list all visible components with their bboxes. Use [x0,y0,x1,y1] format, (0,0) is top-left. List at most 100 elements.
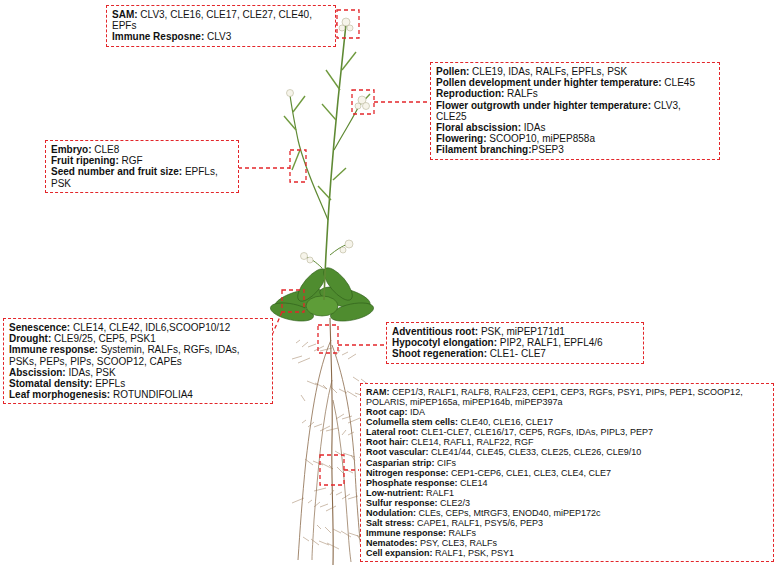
peptide-list: CLE14, CLE42, IDL6,SCOOP10/12 [70,322,230,333]
peptide-list: PSK, miPEP171d1 [478,326,565,337]
category-label: Fruit ripening: [51,155,119,166]
stems [290,24,362,300]
peptide-list: CLE1- CLE7 [487,348,546,359]
category-label: Lateral root: [366,427,419,437]
callout-box: Senescence: CLE14, CLE42, IDL6,SCOOP10/1… [3,318,273,404]
category-label: Adventitious root: [392,326,478,337]
category-label: Sulfur response: [366,498,438,508]
peptide-list: EPFLs [92,378,125,389]
function-line: Nematodes: PSY, CLE3, RALFs [366,538,768,548]
function-line: Immune Resposne: CLV3 [112,31,330,42]
function-line: Seed number and fruit size: EPFLs, PSK [51,166,233,188]
peptide-list: CAPE1, RALF1, PSY5/6, PEP3 [415,518,544,528]
peptide-list: RALFs [446,528,476,538]
peptide-list: CLE2/3 [438,498,471,508]
category-label: Flower outgrowth under highter temperatu… [436,100,651,111]
callout-box: Embryo: CLE8Fruit ripening: RGFSeed numb… [45,140,239,193]
peptide-list: CLE9/25, CEP5, PSK1 [51,333,156,344]
function-line: Sulfur response: CLE2/3 [366,498,768,508]
function-line: Salt stress: CAPE1, RALF1, PSY5/6, PEP3 [366,518,768,528]
siliques [284,52,370,200]
function-line: Floral abscission: IDAs [436,122,714,133]
peptide-list: CLV3, CLE16, CLE17, CLE27, CLE40, EPFs [112,9,312,31]
category-label: Seed number and fruit size: [51,166,182,177]
callout-box: Adventitious root: PSK, miPEP171d1Hypoco… [386,322,644,364]
function-line: Low-nutrient: RALF1 [366,488,768,498]
category-label: Root hair: [366,437,409,447]
category-label: Abscission: [9,367,66,378]
peptide-list: CLE41/44, CLE45, CLE33, CLE25, CLE26, CL… [429,447,642,457]
peptide-list: CLE45 [662,77,695,88]
category-label: Floral abscission: [436,122,521,133]
category-label: Pollen: [436,66,469,77]
peptide-list: CLEs, CEPs, MtRGF3, ENOD40, miPEP172c [416,508,601,518]
function-line: Drought: CLE9/25, CEP5, PSK1 [9,333,267,344]
category-label: Stomatal density: [9,378,92,389]
category-label: Columella stem cells: [366,417,458,427]
peptide-list: RALF1, PSK, PSY1 [433,548,515,558]
peptide-list: CLE8 [92,144,120,155]
function-line: Flower outgrowth under highter temperatu… [436,100,714,122]
function-line: Hypocotyl elongation: PIP2, RALF1, EPFL4… [392,337,638,348]
category-label: Immune response: [9,344,98,355]
peptide-list: IDAs [521,122,545,133]
category-label: Low-nutrient: [366,488,424,498]
category-label: Nodulation: [366,508,416,518]
flowers [287,18,370,263]
root-system [298,318,362,565]
function-line: Root vascular: CLE41/44, CLE45, CLE33, C… [366,447,768,457]
function-line: Root hair: CLE14, RAFL1, RALF22, RGF [366,437,768,447]
category-label: RAM: [366,387,390,397]
function-line: Lateral root: CLE1-CLE7, CLE16/17, CEP5,… [366,427,768,437]
peptide-list: PSEP3 [532,144,564,155]
category-label: Root vascular: [366,447,429,457]
function-line: SAM: CLV3, CLE16, CLE17, CLE27, CLE40, E… [112,9,330,31]
function-line: Nodulation: CLEs, CEPs, MtRGF3, ENOD40, … [366,508,768,518]
peptide-list: RALF1 [424,488,455,498]
category-label: SAM: [112,9,138,20]
peptide-list: CEP1/3, RALF1, RALF8, RALF23, CEP1, CEP3… [366,387,743,407]
function-line: Flowering: SCOOP10, miPEP858a [436,133,714,144]
category-label: Nitrogen response: [366,468,449,478]
function-line: Nitrogen response: CEP1-CEP6, CLE1, CLE3… [366,468,768,478]
function-line: Casparian strip: CIFs [366,458,768,468]
category-label: Pollen development under highter tempera… [436,77,662,88]
peptide-list: RGF [119,155,143,166]
category-label: Root cap: [366,407,408,417]
category-label: Immune response: [366,528,446,538]
function-line: RAM: CEP1/3, RALF1, RALF8, RALF23, CEP1,… [366,387,768,407]
category-label: Filament branching: [436,144,532,155]
function-line: Pollen: CLE19, IDAs, RALFs, EPFLs, PSK [436,66,714,77]
category-label: Nematodes: [366,538,418,548]
callout-box: SAM: CLV3, CLE16, CLE17, CLE27, CLE40, E… [106,5,336,47]
function-line: Root cap: IDA [366,407,768,417]
category-label: Cell expansion: [366,548,433,558]
category-label: Hypocotyl elongation: [392,337,497,348]
category-label: Phosphate response: [366,478,458,488]
function-line: Senescence: CLE14, CLE42, IDL6,SCOOP10/1… [9,322,267,333]
peptide-list: CLE1-CLE7, CLE16/17, CEP5, RGFs, IDAs, P… [419,427,654,437]
peptide-list: PIP2, RALF1, EPFL4/6 [497,337,603,348]
function-line: Pollen development under highter tempera… [436,77,714,88]
category-label: Reproduction: [436,88,504,99]
peptide-list: PSY, CLE3, RALFs [418,538,497,548]
function-line: Reproduction: RALFs [436,88,714,99]
function-line: Adventitious root: PSK, miPEP171d1 [392,326,638,337]
function-line: Stomatal density: EPFLs [9,378,267,389]
function-line: Cell expansion: RALF1, PSK, PSY1 [366,548,768,558]
category-label: Senescence: [9,322,70,333]
peptide-list: CLV3 [204,31,231,42]
category-label: Embryo: [51,144,92,155]
function-line: Fruit ripening: RGF [51,155,233,166]
root-hairs [292,340,369,549]
peptide-list: CEP1-CEP6, CLE1, CLE3, CLE4, CLE7 [449,468,612,478]
function-line: Filament branching:PSEP3 [436,144,714,155]
function-line: Shoot regeneration: CLE1- CLE7 [392,348,638,359]
callout-box: Pollen: CLE19, IDAs, RALFs, EPFLs, PSKPo… [430,62,720,160]
category-label: Flowering: [436,133,487,144]
peptide-list: ROTUNDIFOLIA4 [110,389,193,400]
function-line: Immune response: Systemin, RALFs, RGFs, … [9,344,267,366]
rosette [269,264,375,325]
callout-box: RAM: CEP1/3, RALF1, RALF8, RALF23, CEP1,… [360,383,774,562]
peptide-list: CIFs [435,458,457,468]
